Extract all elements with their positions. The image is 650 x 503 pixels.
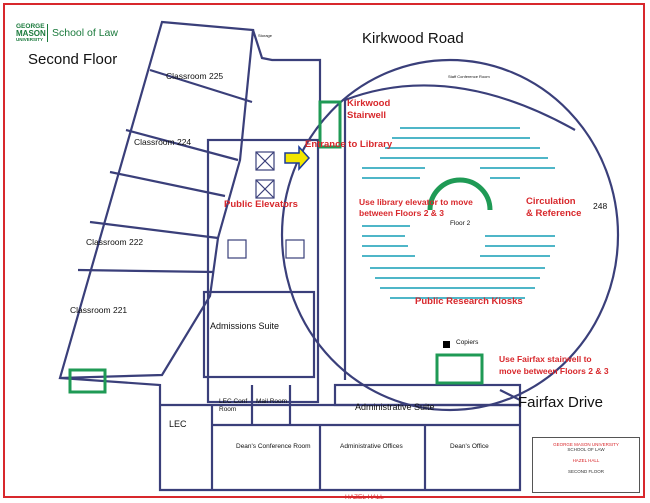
library-elevator-label-1: Use library elevator to move bbox=[359, 197, 473, 207]
copier-icon bbox=[443, 341, 450, 348]
core-outline bbox=[206, 138, 320, 404]
street-east: Fairfax Drive bbox=[518, 394, 604, 411]
kirkwood-stairwell-label-2: Stairwell bbox=[347, 110, 387, 121]
classroom-222: Classroom 222 bbox=[86, 237, 144, 247]
kirkwood-stairwell bbox=[318, 100, 342, 149]
school-of-law: School of Law bbox=[52, 27, 118, 39]
west-stairwell bbox=[68, 368, 107, 394]
kiosks-label: Public Research Kiosks bbox=[415, 296, 523, 307]
staff-conference-room: Staff Conference Room bbox=[448, 74, 490, 79]
floor-2-label: Floor 2 bbox=[450, 220, 471, 227]
library-stacks bbox=[362, 127, 555, 299]
administrative-suite: Administrative Suite bbox=[355, 402, 435, 412]
kirkwood-stairwell-label-1: Kirkwood bbox=[347, 98, 391, 109]
map-border bbox=[3, 3, 645, 498]
public-elevators-label: Public Elevators bbox=[224, 199, 298, 210]
entrance-arrow bbox=[284, 145, 311, 171]
fairfax-stairwell bbox=[435, 353, 484, 385]
room-248: 248 bbox=[593, 201, 608, 211]
library-elevator-label-2: between Floors 2 & 3 bbox=[359, 208, 445, 218]
library-outline bbox=[280, 58, 620, 412]
lec-conf-room-1: LEC Conf bbox=[219, 398, 248, 405]
administrative-offices: Administrative Offices bbox=[340, 443, 403, 450]
admissions-outline bbox=[202, 290, 316, 379]
fairfax-stairwell-label-1: Use Fairfax stairwell to bbox=[499, 354, 592, 364]
storage-label: Storage bbox=[258, 33, 273, 38]
library-central-stair bbox=[427, 177, 493, 211]
floor-label: Second Floor bbox=[28, 51, 118, 68]
fairfax-stairwell-label-2: move between Floors 2 & 3 bbox=[499, 366, 609, 376]
elevators bbox=[227, 151, 305, 259]
deans-office: Dean's Office bbox=[450, 443, 489, 450]
title-block: GEORGE MASON UNIVERSITY SCHOOL OF LAW HA… bbox=[532, 437, 640, 493]
street-north: Kirkwood Road bbox=[362, 30, 464, 47]
circulation-label-2: & Reference bbox=[526, 208, 582, 219]
entrance-label: Entrance to Library bbox=[305, 139, 393, 150]
classroom-224: Classroom 224 bbox=[134, 137, 192, 147]
classroom-225: Classroom 225 bbox=[166, 71, 224, 81]
deans-conference-room: Dean's Conference Room bbox=[236, 443, 311, 450]
classroom-wing-outline bbox=[58, 20, 255, 380]
copiers-label: Copiers bbox=[456, 339, 479, 346]
circulation-label-1: Circulation bbox=[526, 196, 576, 207]
street-south: HAZEL HALL bbox=[345, 494, 384, 501]
mail-room: Mail Room bbox=[256, 398, 288, 405]
lec: LEC bbox=[169, 419, 187, 429]
admissions-suite: Admissions Suite bbox=[210, 321, 280, 331]
classroom-221: Classroom 221 bbox=[70, 305, 128, 315]
lec-conf-room-2: Room bbox=[219, 406, 237, 413]
